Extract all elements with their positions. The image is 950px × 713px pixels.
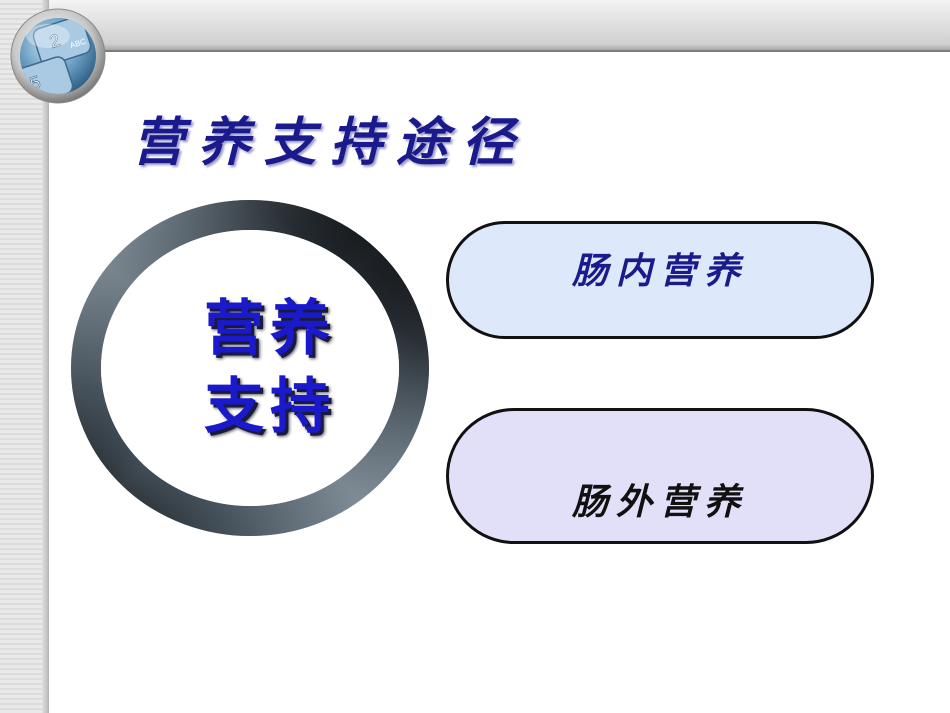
left-decorative-band [0, 0, 49, 713]
top-decorative-band [0, 0, 950, 52]
enteral-nutrition-box: 肠内营养 [446, 221, 874, 339]
ring-graphic [71, 200, 429, 536]
keypad-logo-icon: 2 ABC 5 [10, 8, 106, 104]
parenteral-nutrition-label: 肠外营养 [571, 481, 748, 523]
slide-title: 营养支持途径 [132, 112, 529, 173]
center-label: 营养 支持 [200, 290, 340, 446]
center-label-line-2: 支持 [204, 372, 336, 442]
parenteral-nutrition-box: 肠外营养 [446, 408, 874, 544]
enteral-nutrition-label: 肠内营养 [571, 250, 748, 292]
center-label-line-1: 营养 [204, 294, 336, 364]
